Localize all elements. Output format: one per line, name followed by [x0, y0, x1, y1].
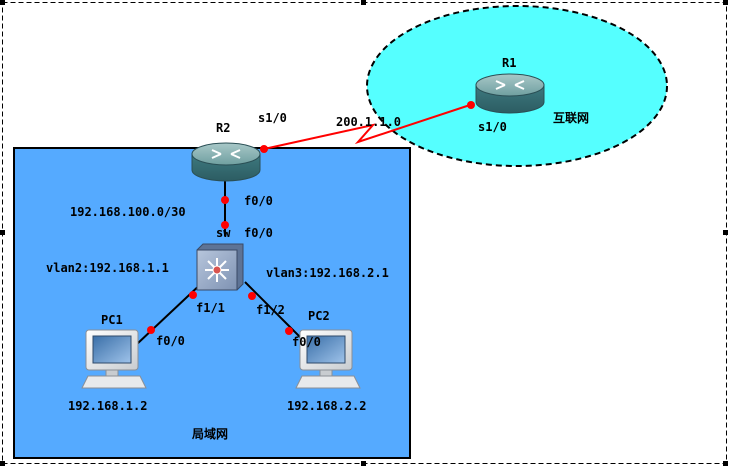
- wan-network-label: 200.1.1.0: [336, 115, 401, 129]
- port-dot-sw-f12: [248, 292, 256, 300]
- wan-serial-link[interactable]: [263, 103, 474, 150]
- lan-area[interactable]: [13, 147, 411, 459]
- port-dots: [147, 101, 475, 335]
- resize-handle-tl[interactable]: [0, 0, 5, 5]
- pc1-name-label: PC1: [101, 313, 123, 327]
- link-sw-pc2[interactable]: [244, 281, 306, 343]
- r1-port-label: s1/0: [478, 120, 507, 134]
- vlan3-label: vlan3:192.168.2.1: [266, 266, 389, 280]
- resize-handle-bl[interactable]: [0, 461, 5, 466]
- router-r2[interactable]: [191, 142, 261, 182]
- l3-switch-sw[interactable]: [196, 243, 244, 291]
- pc1-port-label: f0/0: [156, 334, 185, 348]
- resize-handle-ml[interactable]: [0, 230, 5, 235]
- port-dot-r1-s10: [467, 101, 475, 109]
- pc-1[interactable]: [81, 329, 147, 389]
- sw-pc1-port-label: f1/1: [196, 301, 225, 315]
- pc2-name-label: PC2: [308, 309, 330, 323]
- resize-handle-tr[interactable]: [723, 0, 728, 5]
- pc2-port-label: f0/0: [292, 335, 321, 349]
- port-dot-sw-f00: [221, 221, 229, 229]
- port-dot-sw-f11: [189, 291, 197, 299]
- port-dot-pc2-f00: [285, 327, 293, 335]
- port-dot-pc1-f00: [147, 326, 155, 334]
- sw-pc2-port-label: f1/2: [256, 303, 285, 317]
- pc1-ip-label: 192.168.1.2: [68, 399, 147, 413]
- sw-name-label: sw: [216, 226, 231, 240]
- resize-handle-br[interactable]: [723, 461, 728, 466]
- r2-name-label: R2: [216, 121, 230, 135]
- vlan2-label: vlan2:192.168.1.1: [46, 261, 169, 275]
- r2-lan-port-label: f0/0: [244, 194, 273, 208]
- port-dot-r2-f00: [221, 196, 229, 204]
- r2-wan-port-label: s1/0: [258, 111, 287, 125]
- sw-up-port-label: f0/0: [244, 226, 273, 240]
- lan-label: 局域网: [192, 426, 228, 441]
- r1-name-label: R1: [502, 56, 516, 70]
- resize-handle-mr[interactable]: [723, 230, 728, 235]
- resize-handle-tc[interactable]: [361, 0, 366, 5]
- internet-label: 互联网: [553, 111, 589, 125]
- port-dot-r2-s10: [260, 145, 268, 153]
- pc2-ip-label: 192.168.2.2: [287, 399, 366, 413]
- pc-2[interactable]: [295, 329, 361, 389]
- router-r1[interactable]: [475, 73, 545, 114]
- resize-handle-bc[interactable]: [361, 461, 366, 466]
- lan-network-label: 192.168.100.0/30: [70, 205, 186, 219]
